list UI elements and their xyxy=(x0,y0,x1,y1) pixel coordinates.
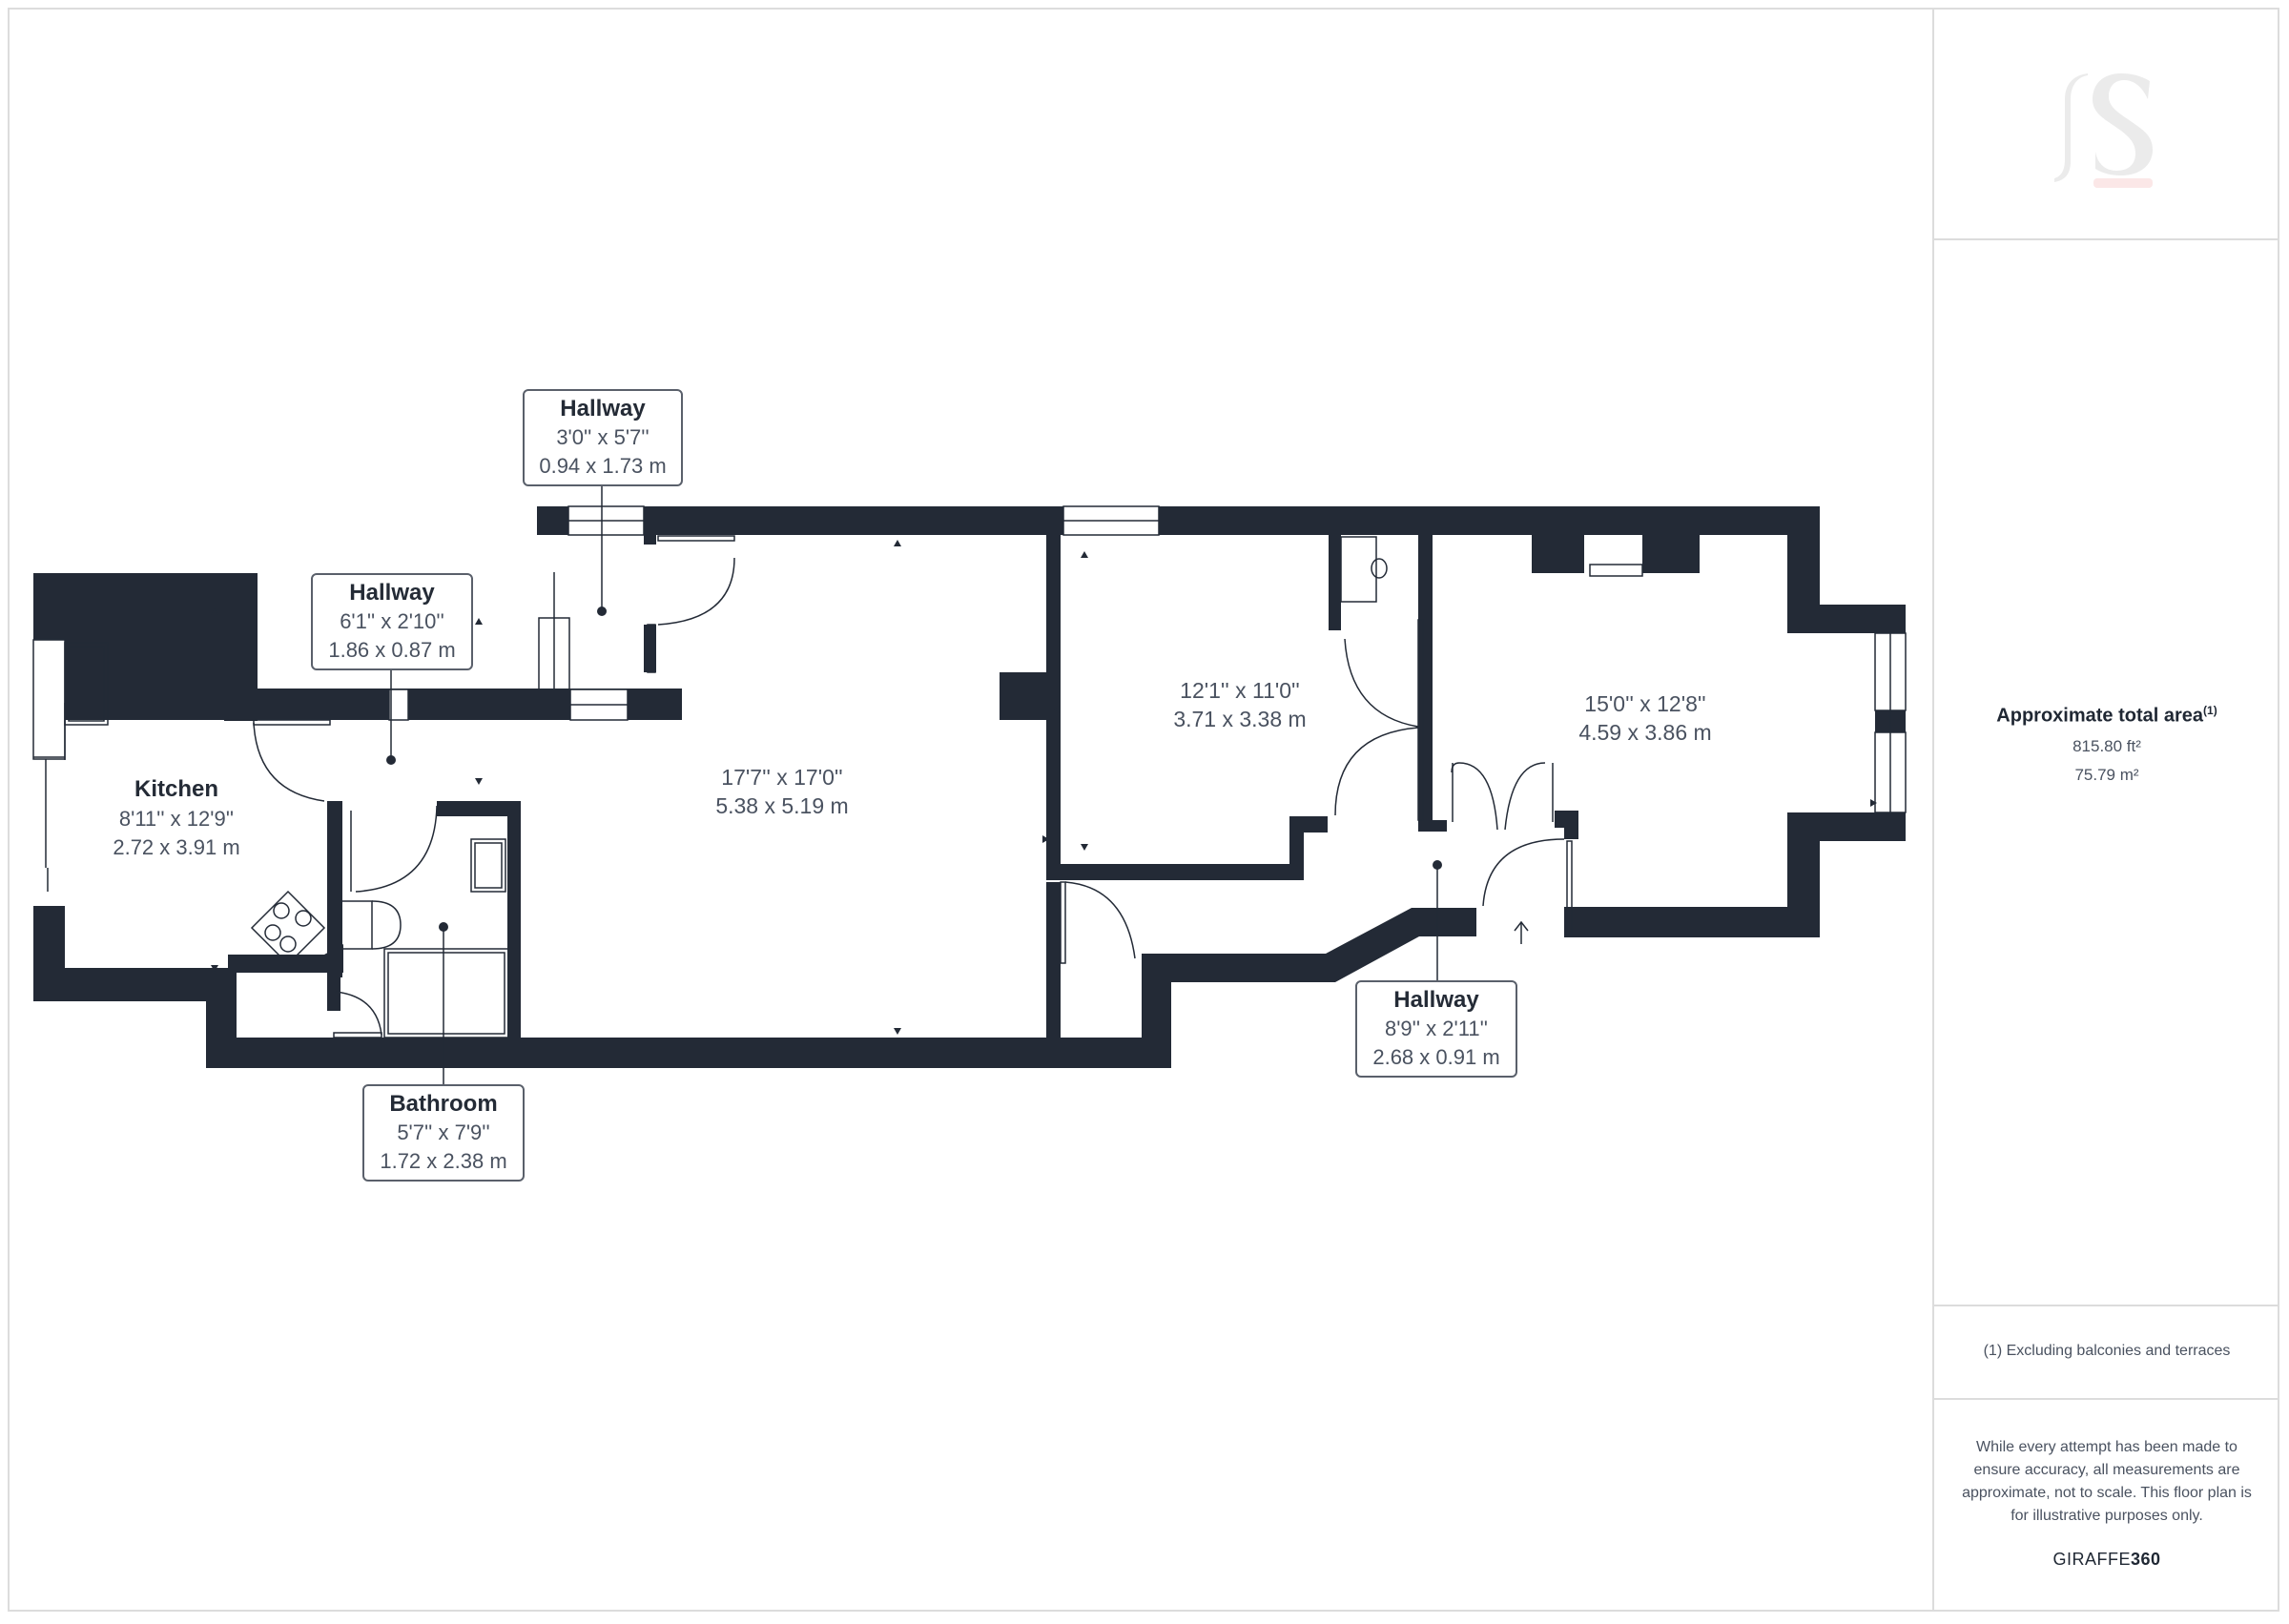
js-logo-icon xyxy=(2054,73,2153,188)
windows xyxy=(32,505,1907,813)
room-dimensions-metric: 4.59 x 3.86 m xyxy=(1578,720,1712,745)
disclaimer: While every attempt has been made to ens… xyxy=(1962,1439,2252,1524)
room-label-hallway-top: Hallway 3'0'' x 5'7'' 0.94 x 1.73 m xyxy=(523,389,683,486)
label-leaders xyxy=(390,480,1438,1089)
room-dimensions-metric: 2.68 x 0.91 m xyxy=(1372,1045,1500,1069)
room-dimensions-metric: 1.86 x 0.87 m xyxy=(328,638,456,662)
room-dimensions-imperial: 17'7'' x 17'0'' xyxy=(721,765,843,790)
room-dimensions-metric: 5.38 x 5.19 m xyxy=(715,793,849,818)
room-dimensions-imperial: 3'0'' x 5'7'' xyxy=(556,425,650,449)
floor-plan: Hallway 3'0'' x 5'7'' 0.94 x 1.73 m Hall… xyxy=(32,389,1907,1182)
room-dimensions-imperial: 15'0'' x 12'8'' xyxy=(1584,691,1706,716)
brand-logo: GIRAFFE360 xyxy=(1934,1550,2279,1570)
room-label-bedroom-1: 12'1'' x 11'0'' 3.71 x 3.38 m xyxy=(1144,676,1335,733)
total-area-block: Approximate total area(1) 815.80 ft² 75.… xyxy=(1934,704,2279,785)
room-dimensions-metric: 0.94 x 1.73 m xyxy=(539,454,667,478)
room-dimensions-imperial: 12'1'' x 11'0'' xyxy=(1180,678,1300,703)
room-name: Bathroom xyxy=(389,1091,498,1117)
label-dots xyxy=(386,606,1442,932)
room-name: Kitchen xyxy=(134,776,218,802)
room-label-hallway-left: Hallway 6'1'' x 2'10'' 1.86 x 0.87 m xyxy=(311,573,473,670)
room-name: Hallway xyxy=(1393,987,1479,1013)
footnote: (1) Excluding balconies and terraces xyxy=(1983,1343,2231,1359)
panel-divider xyxy=(1934,1398,2279,1400)
room-dimensions-imperial: 8'11'' x 12'9'' xyxy=(118,807,235,831)
room-dimensions-imperial: 5'7'' x 7'9'' xyxy=(397,1120,490,1144)
dimension-markers xyxy=(211,540,1877,1035)
area-sqm: 75.79 m² xyxy=(2074,765,2139,784)
room-name: Hallway xyxy=(560,396,646,421)
agency-logo xyxy=(1934,8,2279,238)
room-name: Hallway xyxy=(349,580,435,606)
panel-divider xyxy=(1934,1305,2279,1306)
room-label-hallway-entrance: Hallway 8'9'' x 2'11'' 2.68 x 0.91 m xyxy=(1355,980,1517,1078)
walls xyxy=(33,506,1906,1068)
page-frame xyxy=(8,8,2279,1612)
room-label-bedroom-2: 15'0'' x 12'8'' 4.59 x 3.86 m xyxy=(1550,689,1741,747)
footnote-marker: (1) xyxy=(2203,704,2217,717)
brand-suffix: 360 xyxy=(2130,1550,2161,1569)
room-label-kitchen: Kitchen 8'11'' x 12'9'' 2.72 x 3.91 m xyxy=(91,774,262,862)
room-dimensions-metric: 1.72 x 2.38 m xyxy=(380,1149,507,1173)
panel-divider xyxy=(1934,238,2279,240)
room-dimensions-metric: 3.71 x 3.38 m xyxy=(1173,707,1307,731)
area-title-text: Approximate total area xyxy=(1996,705,2204,727)
info-panel: Approximate total area(1) 815.80 ft² 75.… xyxy=(1932,8,2279,1612)
floor-plan-drawing xyxy=(32,480,1907,1089)
room-label-bathroom: Bathroom 5'7'' x 7'9'' 1.72 x 2.38 m xyxy=(362,1084,525,1182)
area-sqft: 815.80 ft² xyxy=(2072,736,2141,755)
area-title: Approximate total area(1) xyxy=(1934,704,2279,728)
room-label-living-room: 17'7'' x 17'0'' 5.38 x 5.19 m xyxy=(687,763,877,820)
room-dimensions-imperial: 6'1'' x 2'10'' xyxy=(340,609,444,633)
brand-prefix: GIRAFFE xyxy=(2052,1550,2131,1569)
fixtures xyxy=(45,535,1643,1038)
room-dimensions-imperial: 8'9'' x 2'11'' xyxy=(1385,1017,1488,1040)
room-dimensions-metric: 2.72 x 3.91 m xyxy=(113,835,240,859)
